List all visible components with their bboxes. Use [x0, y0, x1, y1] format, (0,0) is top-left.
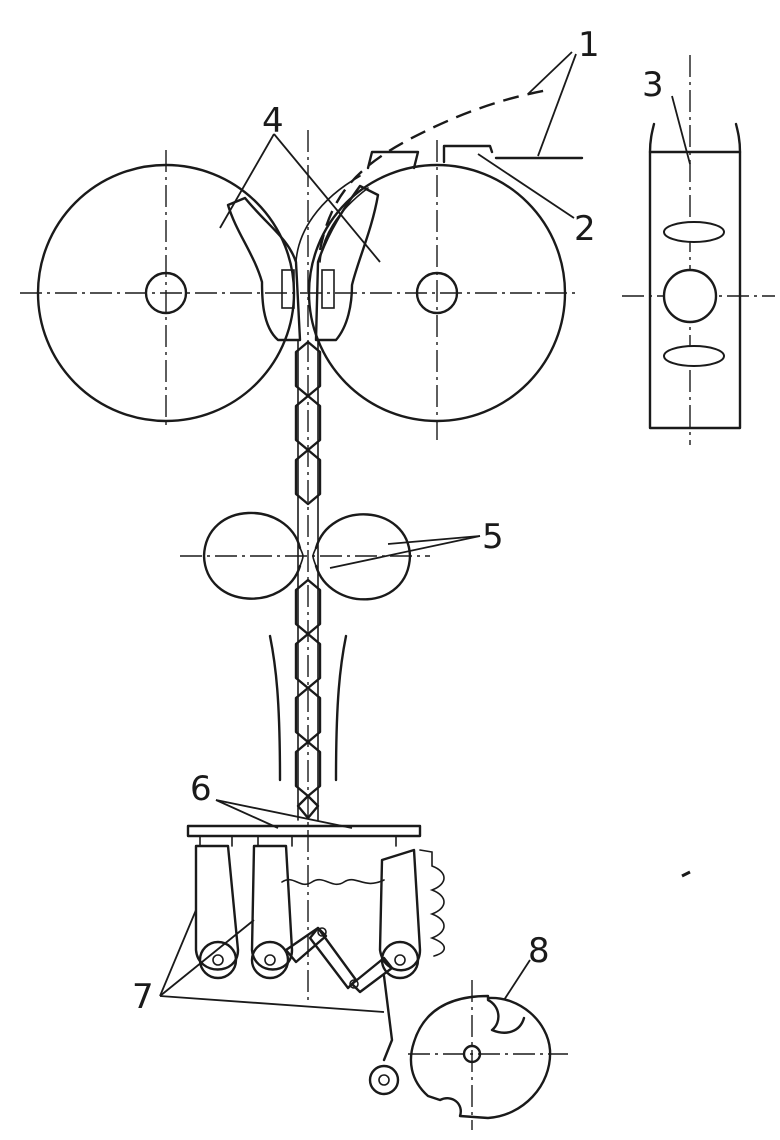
center-lines: [20, 55, 775, 1130]
stray-mark: [681, 870, 691, 878]
callout-1: 1: [578, 25, 600, 65]
cam-hub: [462, 1044, 482, 1064]
callout-8: 8: [528, 931, 550, 971]
callout-2: 2: [574, 209, 596, 249]
product-chain: [294, 339, 322, 821]
knife-bar: [186, 824, 422, 847]
feed-plate-upper: [366, 150, 420, 170]
feed-plate-2: [442, 144, 494, 164]
callout-numbers: 1 2 3 4 5 6 7 8: [132, 25, 664, 1017]
guide-funnel: [268, 634, 348, 782]
callout-4: 4: [262, 101, 284, 141]
leader-lines: [159, 51, 691, 1013]
die-insert-right: [314, 184, 380, 342]
lever-3: [368, 848, 422, 1096]
spring: [419, 849, 446, 957]
feed-channel-right: [319, 187, 369, 263]
feed-channel-left: [295, 175, 361, 263]
strip-dashed: [318, 88, 549, 251]
die-insert-left: [226, 196, 302, 342]
lever-1: [194, 844, 240, 980]
linkage: [284, 926, 394, 994]
callout-5: 5: [482, 517, 504, 557]
cam: [409, 994, 552, 1120]
lever-2: [250, 844, 294, 980]
callout-3: 3: [642, 65, 664, 105]
socket-right: [321, 269, 335, 309]
connecting-wire: [281, 878, 385, 886]
callout-7: 7: [132, 977, 154, 1017]
callout-6: 6: [190, 769, 212, 809]
pinch-rollers: [202, 511, 412, 601]
large-roller-right: [307, 163, 567, 423]
detail-view: [648, 122, 742, 430]
socket-left: [281, 269, 295, 309]
